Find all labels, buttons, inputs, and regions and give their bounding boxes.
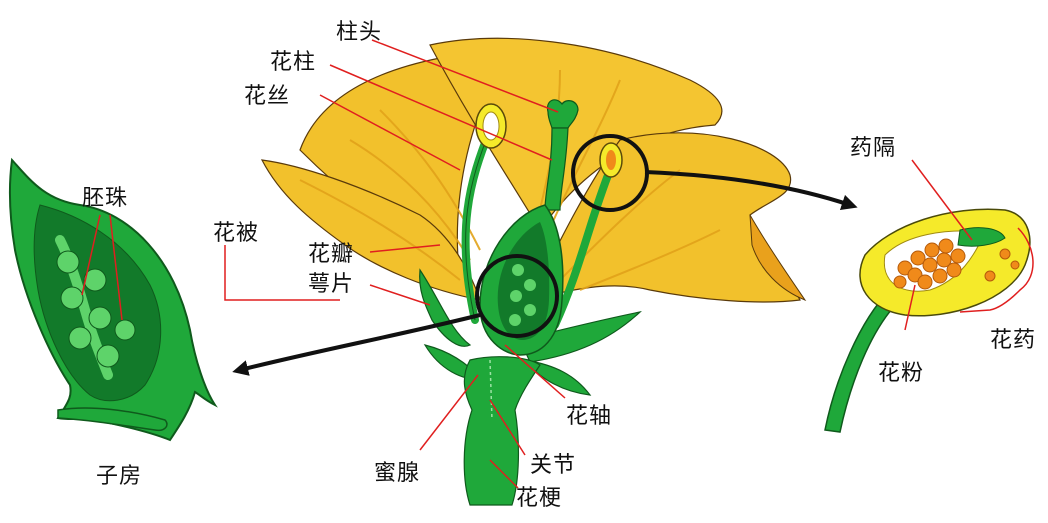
label-petal: 花瓣 bbox=[308, 236, 354, 268]
label-pollen: 花粉 bbox=[878, 355, 924, 387]
label-receptacle: 花轴 bbox=[566, 398, 612, 430]
label-perianth: 花被 bbox=[213, 215, 259, 247]
label-ovule: 胚珠 bbox=[82, 180, 128, 212]
anther-right-inner bbox=[606, 150, 616, 170]
label-joint: 关节 bbox=[530, 447, 576, 479]
label-style: 花柱 bbox=[270, 44, 316, 76]
label-sepal: 萼片 bbox=[308, 266, 354, 298]
label-filament: 花丝 bbox=[244, 78, 290, 110]
label-anther: 花药 bbox=[990, 322, 1036, 354]
label-stigma: 柱头 bbox=[336, 14, 382, 46]
anther-enlarged bbox=[825, 209, 1030, 432]
label-ovary: 子房 bbox=[96, 458, 142, 490]
label-nectary: 蜜腺 bbox=[374, 455, 420, 487]
label-pedicel: 花梗 bbox=[516, 480, 562, 512]
label-connective: 药隔 bbox=[850, 130, 896, 162]
ovary-enlarged-cavity bbox=[34, 205, 161, 401]
